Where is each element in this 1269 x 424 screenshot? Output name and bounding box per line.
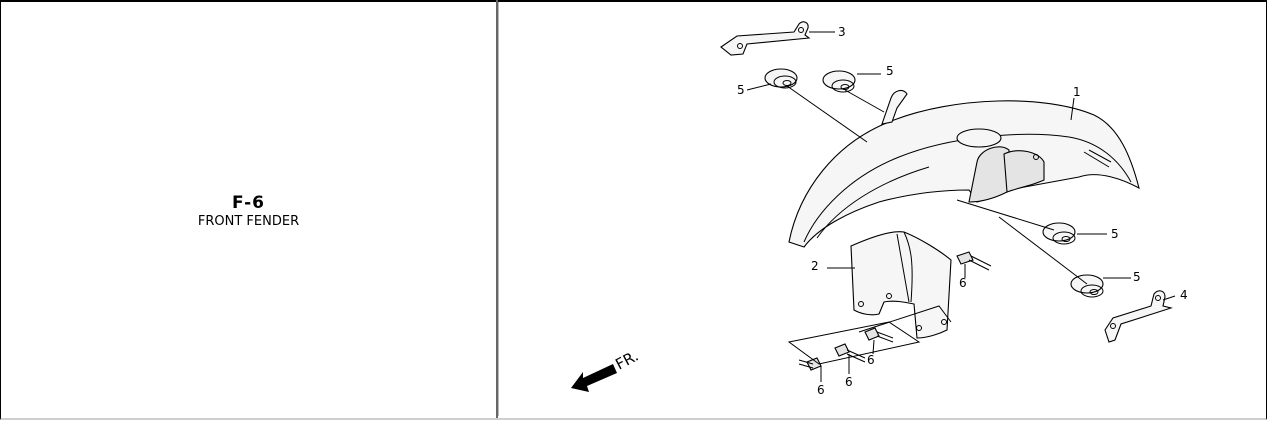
section-code: F-6	[232, 193, 265, 213]
callout-5d: 5	[1133, 270, 1141, 284]
panel-divider	[496, 0, 498, 418]
upper-bracket-part	[720, 21, 811, 56]
callout-6b: 6	[867, 353, 875, 367]
callout-5a: 5	[737, 83, 745, 97]
callout-5c: 5	[1111, 227, 1119, 241]
leader-lines	[746, 31, 1176, 382]
callout-3: 3	[838, 25, 846, 39]
front-fender-part	[788, 89, 1140, 248]
inner-fender-part	[850, 231, 952, 339]
callout-labels: 1 2 3 4 5 5 5 5 6 6 6 6	[737, 25, 1188, 397]
section-name: FRONT FENDER	[197, 214, 300, 229]
callout-6a: 6	[959, 276, 967, 290]
lower-bracket-part	[1104, 290, 1174, 343]
callout-1: 1	[1073, 85, 1081, 99]
callout-6c: 6	[845, 375, 853, 389]
exploded-view-diagram: 1 2 3 4 5 5 5 5 6 6 6 6 FR.	[571, 21, 1188, 397]
bolt-parts	[798, 251, 992, 371]
callout-5b: 5	[886, 64, 894, 78]
grommet-parts	[764, 68, 1104, 298]
callout-2: 2	[811, 259, 819, 273]
front-direction-arrow	[571, 364, 617, 392]
front-direction-label: FR.	[612, 347, 641, 374]
callout-4: 4	[1180, 288, 1188, 302]
section-title-block: F-6 FRONT FENDER	[0, 192, 497, 230]
section-info-panel: F-6 FRONT FENDER	[0, 0, 497, 418]
parts-diagram-panel: 1 2 3 4 5 5 5 5 6 6 6 6 FR.	[498, 2, 1265, 416]
callout-6d: 6	[817, 383, 825, 397]
